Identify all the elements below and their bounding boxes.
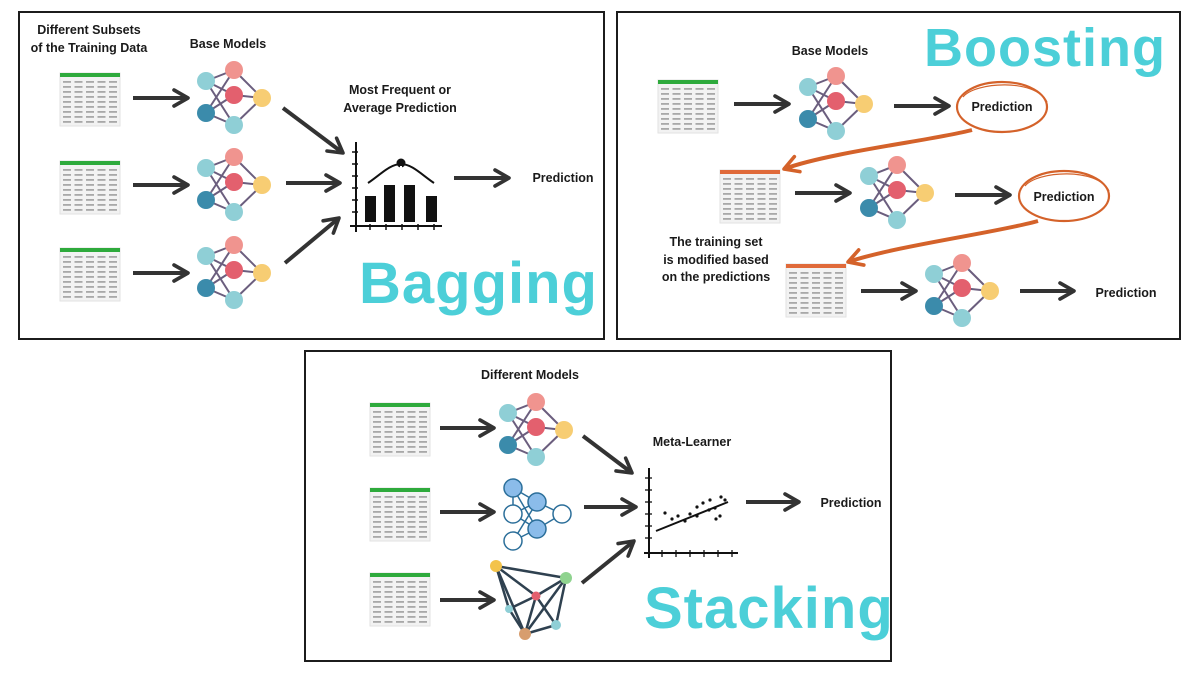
boosting-modified-note-line-3: on the predictions xyxy=(661,270,771,284)
stacking-converge-arrow-bottom xyxy=(580,539,636,585)
boosting-feedback-arrow-1 xyxy=(782,128,973,174)
boosting-base-model-3 xyxy=(925,254,999,327)
boosting-prediction-2: Prediction xyxy=(1033,190,1095,204)
stacking-model-graph-network xyxy=(490,560,572,640)
boosting-data-table-2 xyxy=(719,169,781,224)
bagging-converge-arrow-top xyxy=(281,106,345,155)
boosting-feedback-arrow-2 xyxy=(846,219,1039,267)
meta-learner-scatter-icon xyxy=(644,468,738,558)
bagging-base-models-label: Base Models xyxy=(189,37,267,51)
stacking-model-neural-network xyxy=(499,393,573,466)
boosting-base-model-2 xyxy=(860,156,934,229)
bagging-data-table-2 xyxy=(59,160,121,215)
aggregation-histogram-icon xyxy=(350,142,442,232)
bagging-aggregate-label-line-2: Average Prediction xyxy=(343,101,457,116)
boosting-data-table-1 xyxy=(657,79,719,134)
bagging-base-model-1 xyxy=(197,61,271,134)
bagging-prediction-label: Prediction xyxy=(532,171,594,185)
boosting-base-model-1 xyxy=(799,67,873,140)
boosting-prediction-circle-1 xyxy=(955,80,1049,134)
bagging-base-model-3 xyxy=(197,236,271,309)
stacking-title: Stacking xyxy=(644,576,894,641)
stacking-meta-learner-label: Meta-Learner xyxy=(652,435,732,449)
bagging-base-model-2 xyxy=(197,148,271,221)
boosting-modified-note-line-2: is modified based xyxy=(663,252,769,267)
bagging-aggregate-label: Most Frequent or Average Prediction xyxy=(330,81,470,117)
bagging-converge-arrow-bottom xyxy=(283,216,341,265)
stacking-converge-arrow-top xyxy=(581,434,634,475)
stacking-prediction-label: Prediction xyxy=(820,496,882,510)
stacking-data-table-2 xyxy=(369,487,431,542)
boosting-modified-note-line-1: The training set xyxy=(669,235,763,249)
bagging-aggregate-label-line-1: Most Frequent or xyxy=(348,83,452,97)
bagging-data-table-1 xyxy=(59,72,121,127)
stacking-different-models-label: Different Models xyxy=(481,368,579,382)
boosting-prediction-circle-2 xyxy=(1017,169,1111,223)
bagging-subsets-label-line-1: Different Subsets xyxy=(37,23,141,37)
bagging-subsets-label-line-2: of the Training Data xyxy=(30,41,148,56)
stacking-data-table-3 xyxy=(369,572,431,627)
boosting-title: Boosting xyxy=(924,18,1166,78)
stacking-model-blue-network xyxy=(503,478,572,551)
bagging-title: Bagging xyxy=(359,251,598,316)
boosting-data-table-3 xyxy=(785,263,847,318)
boosting-modified-note: The training set is modified based on th… xyxy=(650,234,782,287)
bagging-subsets-label: Different Subsets of the Training Data xyxy=(26,21,152,57)
stacking-data-table-1 xyxy=(369,402,431,457)
boosting-final-prediction-label: Prediction xyxy=(1095,286,1157,300)
boosting-base-models-label: Base Models xyxy=(791,44,869,58)
bagging-data-table-3 xyxy=(59,247,121,302)
boosting-prediction-1: Prediction xyxy=(971,100,1033,114)
